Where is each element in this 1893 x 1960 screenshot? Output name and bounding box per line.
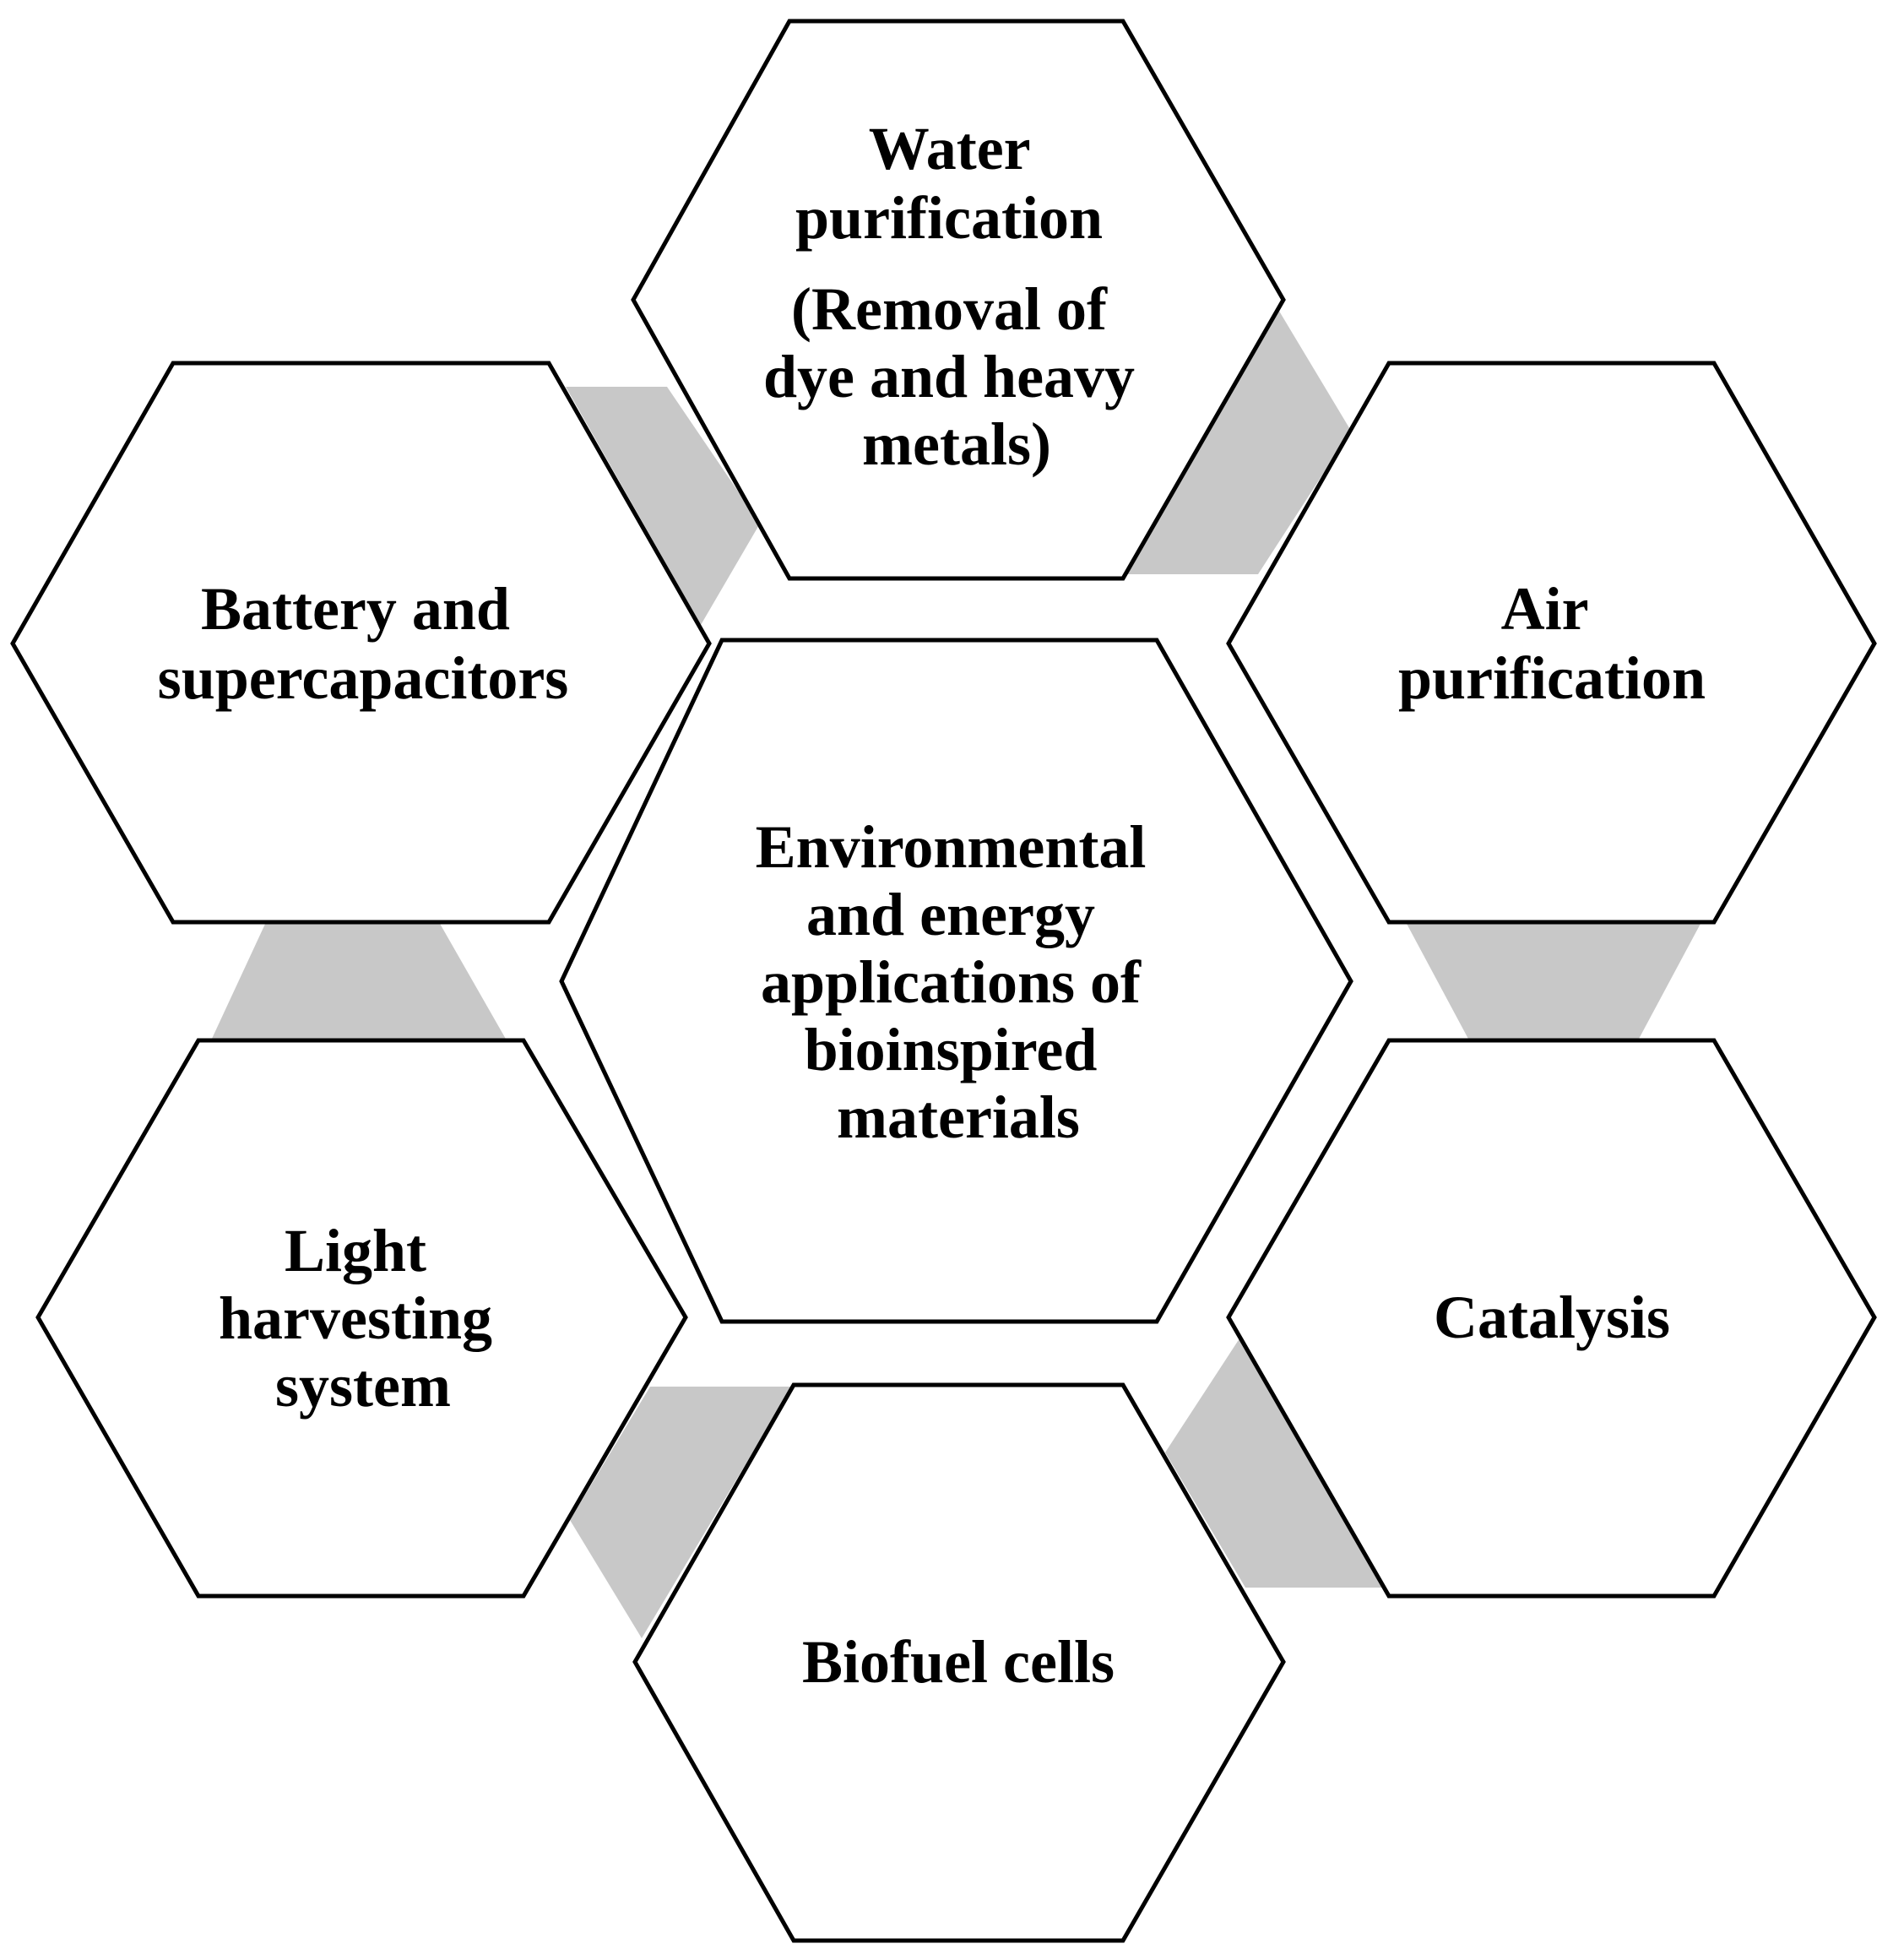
hex-water-purification bbox=[631, 19, 1286, 581]
hex-battery-supercapacitors bbox=[10, 361, 712, 925]
hex-air-purification bbox=[1226, 361, 1877, 925]
connector-air-catalysis bbox=[1406, 922, 1701, 1040]
connector-water-air bbox=[1127, 304, 1351, 574]
connectors bbox=[211, 304, 1701, 1638]
label-center: Environmental and energy applications of… bbox=[756, 813, 1162, 1151]
label-biofuel-cells: Biofuel cells bbox=[802, 1628, 1115, 1696]
hex-light-harvesting bbox=[35, 1038, 688, 1599]
label-air-purification: Air purification bbox=[1398, 575, 1706, 712]
hex-center bbox=[559, 638, 1353, 1324]
label-battery-supercapacitors: Battery and supercapacitors bbox=[158, 575, 569, 712]
label-light-harvesting: Light harvesting system bbox=[219, 1217, 507, 1420]
connector-light-battery bbox=[211, 922, 507, 1040]
connector-battery-water bbox=[566, 387, 760, 625]
connector-biofuel-light bbox=[570, 1387, 792, 1638]
hexagons bbox=[10, 19, 1877, 1943]
labels: Water purification (Removal of dye and h… bbox=[158, 115, 1706, 1696]
label-catalysis: Catalysis bbox=[1434, 1284, 1670, 1351]
hex-catalysis bbox=[1226, 1038, 1877, 1599]
label-water-purification: Water purification (Removal of dye and h… bbox=[763, 115, 1150, 478]
connector-catalysis-biofuel bbox=[1165, 1336, 1385, 1588]
hex-biofuel-cells bbox=[632, 1382, 1286, 1943]
